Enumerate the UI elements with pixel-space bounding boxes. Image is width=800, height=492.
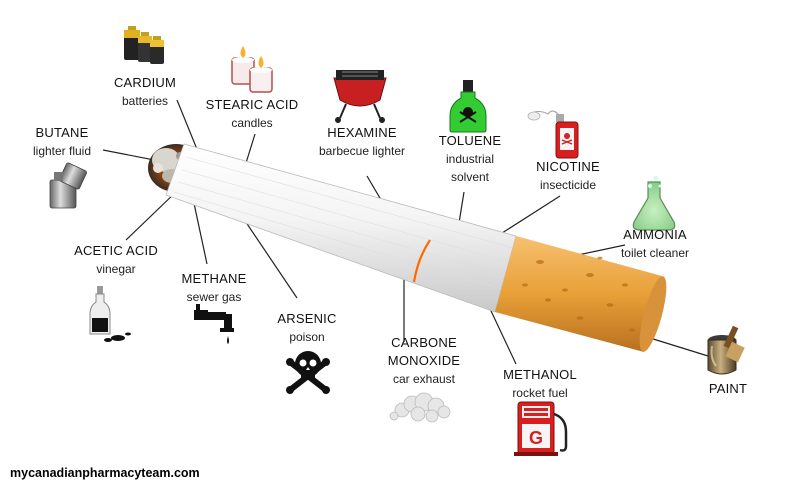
label-toluene-sub1: industrial bbox=[445, 152, 495, 166]
leader-line-paint bbox=[649, 337, 709, 357]
paint-can-icon bbox=[707, 325, 745, 375]
label-paint: PAINT bbox=[700, 380, 756, 398]
candles-icon bbox=[231, 46, 273, 93]
label-arsenic-name: ARSENIC bbox=[277, 311, 337, 326]
label-cardium: CARDIUM batteries bbox=[105, 74, 185, 110]
faucet-icon bbox=[194, 304, 234, 344]
label-hexamine-name: HEXAMINE bbox=[327, 125, 397, 140]
label-hexamine: HEXAMINE barbecue lighter bbox=[306, 124, 418, 160]
label-nicotine-sub: insecticide bbox=[539, 178, 597, 192]
label-toluene: TOLUENE industrial solvent bbox=[430, 132, 510, 186]
label-nicotine: NICOTINE insecticide bbox=[528, 158, 608, 194]
label-nicotine-name: NICOTINE bbox=[536, 159, 600, 174]
label-butane-name: BUTANE bbox=[35, 125, 89, 140]
label-arsenic-sub: poison bbox=[289, 330, 325, 344]
cigarette-filter bbox=[495, 236, 662, 352]
filter-spots bbox=[522, 256, 635, 332]
spray-can-icon bbox=[527, 110, 579, 159]
label-toluene-name: TOLUENE bbox=[438, 133, 502, 148]
label-acetic-sub: vinegar bbox=[96, 262, 136, 276]
fuel-pump-icon: G bbox=[514, 401, 568, 456]
label-carbone-name1: CARBONE bbox=[391, 335, 457, 350]
label-methanol-sub: rocket fuel bbox=[512, 386, 568, 400]
source-footer: mycanadianpharmacyteam.com bbox=[10, 466, 200, 480]
label-ammonia-name: AMMONIA bbox=[623, 227, 687, 242]
label-stearic: STEARIC ACID candles bbox=[200, 96, 304, 132]
label-acetic-name: ACETIC ACID bbox=[74, 243, 158, 258]
label-methanol: METHANOL rocket fuel bbox=[498, 366, 582, 402]
label-paint-name: PAINT bbox=[708, 381, 748, 396]
label-methanol-name: METHANOL bbox=[503, 367, 577, 382]
label-carbone: CARBONE MONOXIDE car exhaust bbox=[376, 334, 472, 388]
label-cardium-sub: batteries bbox=[121, 94, 169, 108]
vinegar-bottle-icon bbox=[89, 286, 131, 342]
flask-icon bbox=[632, 175, 676, 231]
label-stearic-sub: candles bbox=[231, 116, 273, 130]
barbecue-icon bbox=[333, 70, 387, 123]
label-toluene-sub2: solvent bbox=[450, 170, 490, 184]
label-carbone-name2: MONOXIDE bbox=[387, 353, 461, 368]
label-arsenic: ARSENIC poison bbox=[272, 310, 342, 346]
cigarette bbox=[148, 143, 667, 352]
label-butane: BUTANE lighter fluid bbox=[22, 124, 102, 160]
label-ammonia-sub: toilet cleaner bbox=[620, 246, 690, 260]
label-methane: METHANE sewer gas bbox=[174, 270, 254, 306]
label-acetic: ACETIC ACID vinegar bbox=[66, 242, 166, 278]
paper-texture bbox=[173, 156, 514, 290]
leader-line-acetic bbox=[125, 189, 179, 241]
label-cardium-name: CARDIUM bbox=[113, 75, 177, 90]
label-methane-sub: sewer gas bbox=[186, 290, 242, 304]
lighter-icon bbox=[49, 162, 87, 209]
paper-ring bbox=[412, 239, 431, 283]
poison-bottle-icon bbox=[449, 80, 487, 133]
skull-icon bbox=[286, 351, 330, 394]
label-ammonia: AMMONIA toilet cleaner bbox=[610, 226, 700, 262]
leader-line-methane bbox=[191, 193, 208, 265]
fuel-pump-letter: G bbox=[529, 428, 543, 448]
label-carbone-sub: car exhaust bbox=[392, 372, 456, 386]
filter-end bbox=[639, 276, 667, 352]
label-butane-sub: lighter fluid bbox=[32, 144, 92, 158]
battery-icon bbox=[124, 26, 164, 64]
exhaust-cloud-icon bbox=[389, 392, 451, 423]
label-hexamine-sub: barbecue lighter bbox=[318, 144, 406, 158]
label-methane-name: METHANE bbox=[181, 271, 247, 286]
label-stearic-name: STEARIC ACID bbox=[205, 97, 299, 112]
